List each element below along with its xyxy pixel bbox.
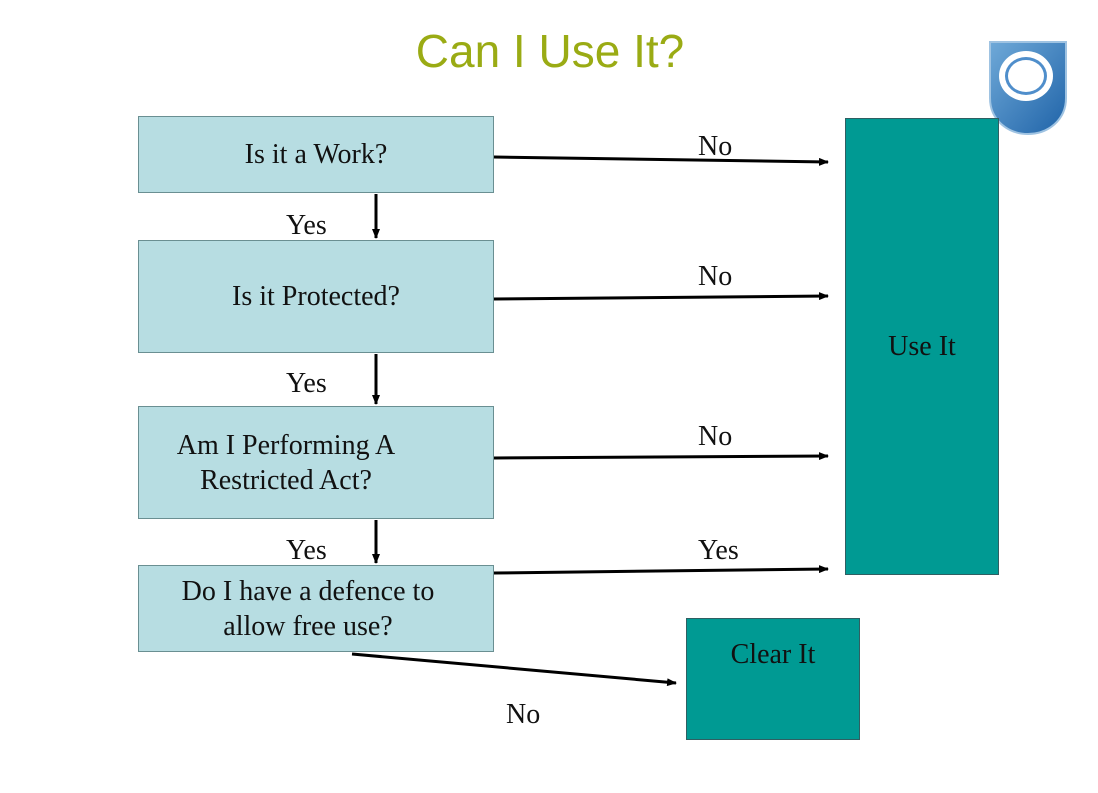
- arrow-q1-no: [493, 155, 829, 166]
- question-is-it-a-work: Is it a Work?: [138, 116, 494, 193]
- label-q1-yes: Yes: [286, 210, 327, 241]
- question-text: Am I Performing A Restricted Act?: [176, 429, 396, 496]
- outcome-text: Use It: [888, 331, 956, 362]
- arrow-q3-no: [493, 452, 829, 461]
- question-defence: Do I have a defence to allow free use?: [138, 565, 494, 652]
- arrow-q2-no: [493, 292, 829, 301]
- label-q3-no: No: [698, 421, 733, 452]
- question-restricted-act: Am I Performing A Restricted Act?: [138, 406, 494, 519]
- label-q3-yes: Yes: [286, 535, 327, 566]
- arrow-q4-no: [351, 652, 677, 687]
- question-text: Do I have a defence to allow free use?: [181, 575, 435, 642]
- question-is-it-protected: Is it Protected?: [138, 240, 494, 353]
- arrow-q4-yes: [493, 565, 829, 575]
- label-q2-no: No: [698, 261, 733, 292]
- open-university-logo-icon: [989, 41, 1067, 136]
- label-q4-no: No: [506, 699, 541, 730]
- label-q1-no: No: [698, 131, 733, 162]
- question-text: Is it a Work?: [244, 139, 388, 170]
- question-text: Is it Protected?: [232, 281, 400, 312]
- page-title: Can I Use It?: [415, 25, 685, 77]
- label-q4-yes: Yes: [698, 535, 739, 566]
- outcome-use-it: Use It: [845, 118, 999, 575]
- label-q2-yes: Yes: [286, 368, 327, 399]
- outcome-text: Clear It: [730, 638, 816, 670]
- outcome-clear-it: Clear It: [686, 618, 860, 740]
